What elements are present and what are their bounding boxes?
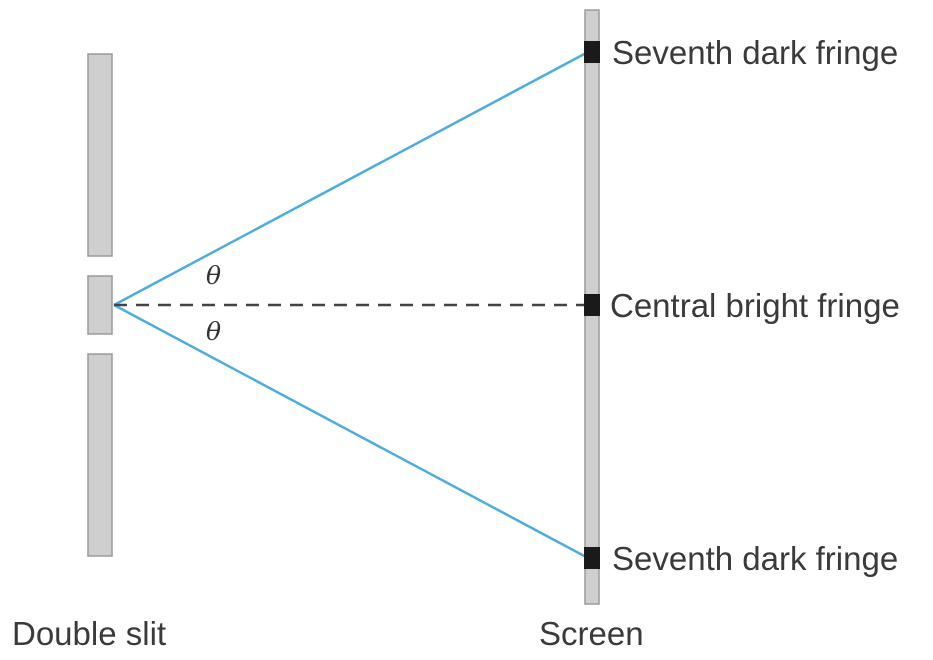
screen-label: Screen (539, 615, 644, 652)
top-fringe-marker (584, 41, 600, 63)
slit-barrier-middle (87, 275, 113, 335)
bottom-fringe-label: Seventh dark fringe (612, 540, 899, 577)
central-fringe-marker (584, 294, 600, 316)
central-fringe-label: Central bright fringe (610, 287, 900, 324)
lower-ray (113, 303, 589, 560)
upper-ray (113, 50, 589, 307)
angle-label-upper: θ (206, 261, 222, 290)
bottom-fringe-marker (584, 547, 600, 569)
top-fringe-label: Seventh dark fringe (612, 34, 899, 71)
slit-barrier-bottom (87, 353, 113, 557)
angle-label-lower: θ (206, 317, 222, 346)
double-slit-label: Double slit (12, 615, 167, 652)
slit-barrier-top (87, 53, 113, 257)
